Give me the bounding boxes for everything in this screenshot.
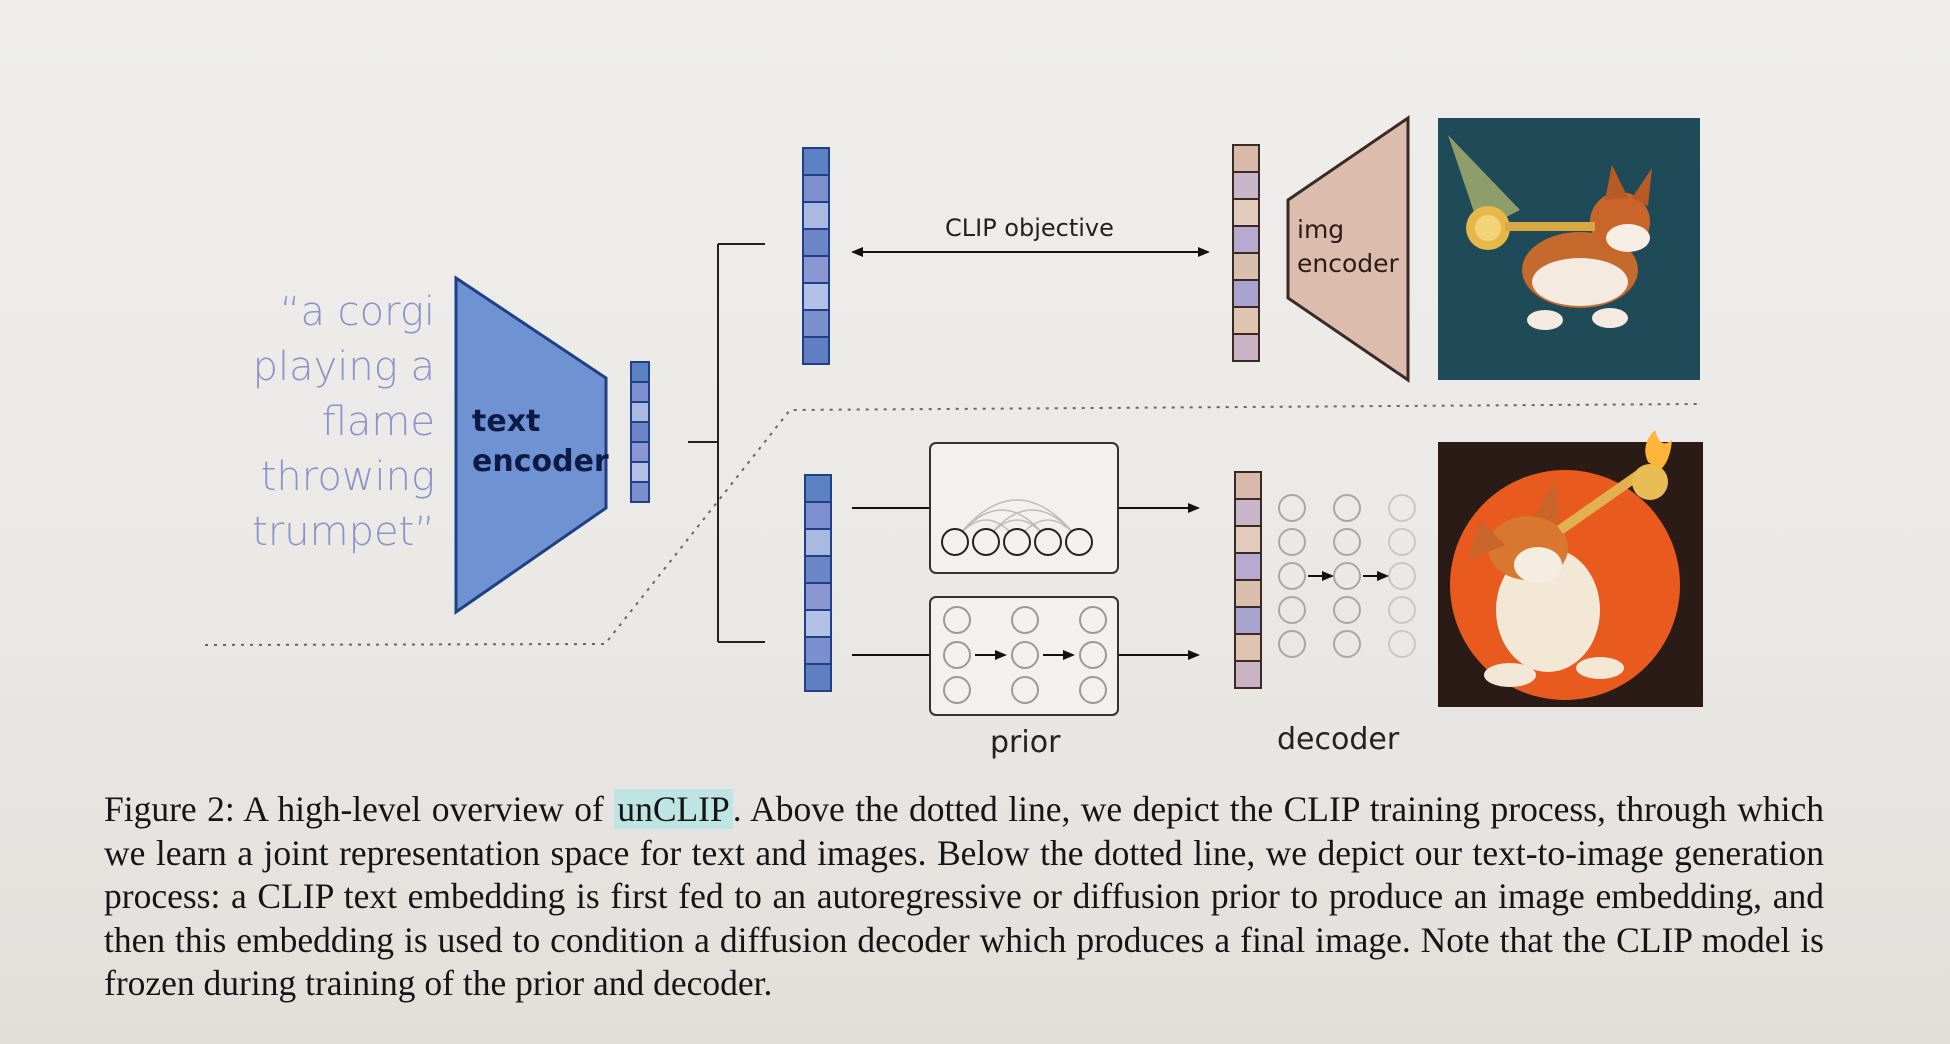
embedding-cell (630, 481, 650, 503)
embedding-cell (804, 663, 832, 692)
prior-node (1011, 676, 1039, 704)
clip-objective-label: CLIP objective (945, 214, 1114, 242)
decoder-node (1333, 562, 1361, 590)
prior-node (943, 606, 971, 634)
text-embedding-top (802, 147, 830, 365)
embedding-cell (1234, 633, 1262, 662)
decoder-node (1333, 528, 1361, 556)
embedding-cell (804, 474, 832, 503)
embedding-cell (802, 228, 830, 257)
decoder-node (1388, 528, 1416, 556)
embedding-cell (630, 421, 650, 443)
image-embedding-bottom (1234, 471, 1262, 689)
embedding-cell (1234, 660, 1262, 689)
embedding-cell (1232, 333, 1260, 362)
embedding-cell (630, 461, 650, 483)
img-encoder-label-line2: encoder (1297, 249, 1399, 278)
embedding-cell (630, 401, 650, 423)
diffusion-prior-box (929, 596, 1119, 716)
embedding-cell (1232, 171, 1260, 200)
embedding-cell (630, 361, 650, 383)
embedding-cell (1232, 252, 1260, 281)
img-encoder-shape (1286, 115, 1410, 383)
unclip-diagram (204, 115, 1703, 716)
decoder-node (1333, 596, 1361, 624)
quote-line: playing a (252, 344, 435, 390)
embedding-cell (802, 255, 830, 284)
embedding-cell (1234, 525, 1262, 554)
prior-node (1079, 676, 1107, 704)
caption-body: . Above the dotted line, we depict the C… (104, 789, 1824, 1003)
embedding-cell (802, 336, 830, 365)
quote-line: throwing (260, 454, 435, 500)
quote-line: trumpet” (252, 509, 435, 555)
figure-caption: Figure 2: A high-level overview of unCLI… (104, 788, 1824, 1006)
decoder-node (1278, 528, 1306, 556)
embedding-cell (804, 501, 832, 530)
decoder-node (1333, 630, 1361, 658)
embedding-cell (1234, 552, 1262, 581)
decoder-node (1278, 562, 1306, 590)
decoder-node (1278, 596, 1306, 624)
text-encoder-shape (454, 275, 608, 615)
decoder-node (1333, 494, 1361, 522)
dotted-separator (204, 403, 1701, 646)
decoder-node (1388, 562, 1416, 590)
quote-line: flame (321, 399, 435, 445)
embedding-cell (1234, 606, 1262, 635)
prior-node (943, 641, 971, 669)
embedding-cell (630, 441, 650, 463)
text-embedding-bottom (804, 474, 832, 692)
embedding-cell (1232, 279, 1260, 308)
decoder-node (1278, 630, 1306, 658)
text-encoder-label-line1: text (472, 404, 541, 439)
prior-node (943, 676, 971, 704)
prior-node (1079, 606, 1107, 634)
prior-label: prior (990, 725, 1061, 760)
text-encoder-label: text encoder (472, 402, 609, 482)
embedding-cell (1234, 471, 1262, 500)
decoder-node (1388, 596, 1416, 624)
decoder-node (1388, 630, 1416, 658)
embedding-cell (1234, 579, 1262, 608)
embedding-cell (630, 381, 650, 403)
embedding-cell (802, 309, 830, 338)
quote-line: “a corgi (279, 289, 435, 335)
caption-highlight-unclip: unCLIP (614, 789, 733, 829)
decoder-label: decoder (1277, 722, 1400, 757)
text-embedding-small (630, 361, 650, 503)
corgi-trumpet-painting (1438, 118, 1700, 380)
embedding-cell (804, 636, 832, 665)
decoder-node (1388, 494, 1416, 522)
embedding-cell (804, 528, 832, 557)
prior-node (1011, 606, 1039, 634)
embedding-cell (802, 147, 830, 176)
embedding-cell (1232, 198, 1260, 227)
split-bracket (688, 243, 765, 643)
corgi-flame-trumpet-illustration (1438, 430, 1703, 707)
img-encoder-label: img encoder (1297, 213, 1399, 281)
embedding-cell (1234, 498, 1262, 527)
img-encoder-label-line1: img (1297, 215, 1345, 244)
decoder-network (1278, 494, 1416, 658)
embedding-cell (1232, 144, 1260, 173)
prior-node (1079, 641, 1107, 669)
decoder-node (1278, 494, 1306, 522)
embedding-cell (804, 555, 832, 584)
embedding-cell (1232, 225, 1260, 254)
embedding-cell (802, 201, 830, 230)
text-encoder-label-line2: encoder (472, 444, 609, 479)
embedding-cell (802, 282, 830, 311)
prior-node (1011, 641, 1039, 669)
autoregressive-prior-box (929, 442, 1119, 574)
embedding-cell (804, 609, 832, 638)
image-embedding-top (1232, 144, 1260, 362)
embedding-cell (1232, 306, 1260, 335)
embedding-cell (802, 174, 830, 203)
prompt-quote: “a corgi playing a flame throwing trumpe… (180, 285, 435, 560)
embedding-cell (804, 582, 832, 611)
caption-prefix: Figure 2: A high-level overview of (104, 789, 615, 829)
